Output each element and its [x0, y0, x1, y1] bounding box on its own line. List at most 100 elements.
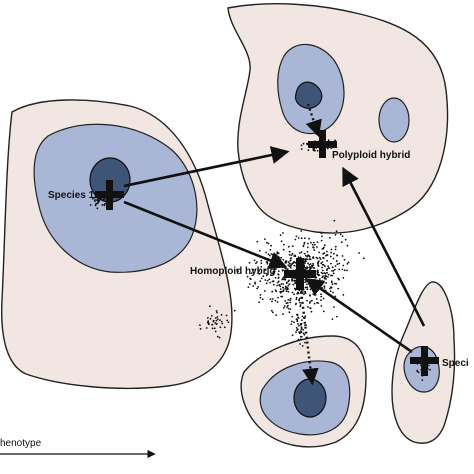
scatter-point [302, 142, 305, 145]
scatter-point [334, 248, 337, 251]
scatter-point [291, 279, 293, 282]
scatter-point [336, 263, 339, 266]
scatter-point [293, 293, 295, 296]
scatter-point [271, 300, 273, 303]
scatter-point [282, 248, 285, 251]
scatter-point [216, 335, 219, 338]
scatter-point [312, 290, 315, 293]
scatter-point [226, 319, 229, 322]
scatter-point [266, 241, 268, 244]
scatter-point [309, 256, 311, 258]
scatter-point [314, 279, 316, 281]
scatter-point [309, 307, 311, 309]
scatter-point [346, 262, 349, 265]
scatter-point [337, 287, 340, 290]
scatter-point [309, 258, 312, 261]
scatter-point [215, 319, 218, 322]
scatter-point [335, 260, 338, 262]
scatter-point [268, 278, 271, 281]
scatter-point [306, 283, 308, 286]
scatter-point [291, 252, 294, 255]
scatter-point [205, 327, 208, 329]
scatter-point [324, 265, 326, 268]
scatter-point [307, 282, 310, 285]
scatter-point [213, 327, 216, 330]
scatter-point [321, 276, 323, 279]
scatter-point [330, 251, 332, 254]
scatter-point [320, 284, 323, 287]
scatter-point [293, 260, 295, 263]
scatter-point [329, 236, 331, 239]
scatter-point [316, 241, 319, 244]
scatter-point [294, 279, 296, 282]
scatter-point [316, 283, 319, 285]
scatter-point [320, 305, 323, 307]
scatter-point [315, 256, 318, 259]
scatter-point [279, 285, 282, 288]
scatter-point [316, 301, 318, 304]
scatter-point [233, 309, 236, 312]
scatter-point [292, 283, 295, 286]
scatter-point [319, 258, 322, 260]
scatter-point [287, 245, 290, 248]
scatter-point [322, 257, 325, 259]
scatter-point [269, 281, 271, 284]
scatter-point [333, 268, 336, 271]
scatter-point [296, 291, 299, 294]
scatter-point [211, 323, 214, 326]
scatter-point [312, 246, 315, 249]
scatter-point [331, 283, 334, 286]
scatter-point [295, 331, 297, 333]
scatter-point [209, 305, 211, 308]
scatter-point [267, 273, 269, 276]
scatter-point [307, 149, 310, 152]
scatter-point [282, 269, 284, 271]
scatter-point [298, 289, 301, 292]
scatter-point [277, 270, 280, 273]
scatter-point [259, 294, 262, 296]
scatter-point [333, 306, 335, 308]
scatter-point [327, 139, 330, 142]
scatter-point [310, 241, 312, 244]
scatter-point [207, 322, 210, 325]
scatter-point [342, 277, 345, 279]
scatter-point [323, 252, 326, 255]
scatter-point [312, 241, 315, 244]
scatter-point [291, 245, 294, 248]
scatter-point [322, 247, 325, 250]
scatter-point [316, 270, 319, 272]
scatter-point [297, 317, 300, 319]
scatter-point [306, 143, 309, 146]
scatter-point [289, 299, 291, 301]
scatter-point [288, 253, 291, 256]
scatter-point [327, 273, 330, 276]
core-bottom [293, 378, 327, 418]
scatter-point [264, 238, 266, 241]
scatter-point [297, 256, 300, 259]
scatter-point [104, 202, 107, 205]
region-polyploid-small-blob [378, 97, 410, 143]
scatter-point [300, 237, 303, 240]
scatter-point [214, 330, 217, 333]
scatter-point [421, 379, 424, 381]
scatter-point [323, 276, 326, 279]
scatter-point [326, 271, 328, 274]
scatter-point [274, 289, 277, 292]
scatter-point [306, 250, 309, 253]
cross-species-2 [410, 346, 439, 376]
scatter-point [282, 276, 285, 278]
scatter-point [322, 310, 325, 313]
scatter-point [289, 297, 292, 300]
scatter-point [417, 371, 420, 374]
scatter-point [326, 259, 328, 262]
scatter-point [293, 287, 296, 290]
scatter-point [311, 265, 314, 268]
scatter-point [305, 260, 307, 263]
scatter-point [427, 364, 430, 367]
scatter-point [248, 283, 251, 285]
scatter-point [260, 262, 263, 264]
scatter-point [321, 261, 324, 263]
scatter-point [255, 262, 257, 265]
scatter-point [227, 321, 230, 324]
scatter-point [344, 238, 347, 241]
